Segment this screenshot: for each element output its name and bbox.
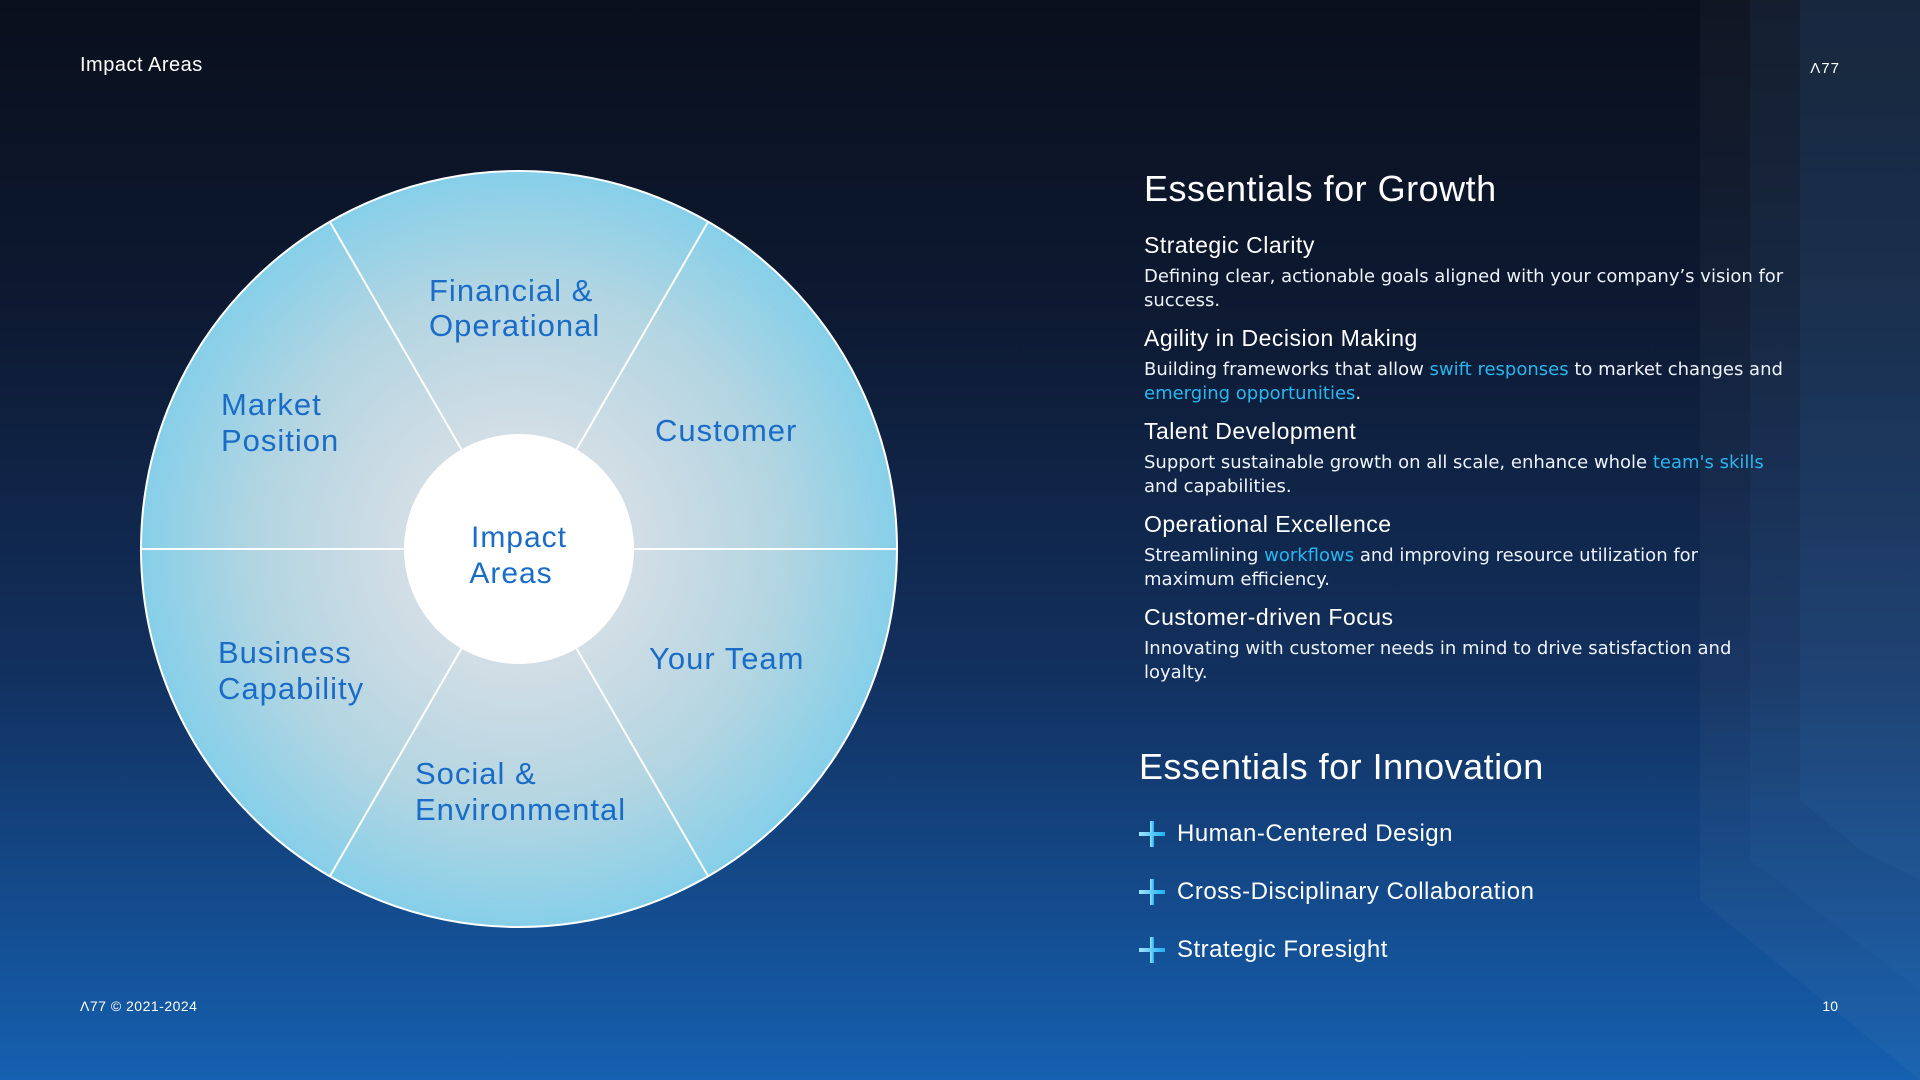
growth-item-title: Strategic Clarity — [1144, 232, 1315, 258]
segment-customer[interactable]: Customer — [655, 413, 797, 448]
growth-item-description: Support sustainable growth on all scale,… — [1144, 451, 1784, 499]
innovation-item-label: Cross-Disciplinary Collaboration — [1177, 878, 1535, 905]
highlight-text: team's skills — [1652, 452, 1764, 473]
logo: Λ77 — [1810, 60, 1840, 77]
description-text: to market changes and — [1568, 359, 1783, 380]
plus-icon — [1139, 879, 1165, 905]
growth-item-description: Innovating with customer needs in mind t… — [1144, 637, 1784, 685]
innovation-item-label: Human-Centered Design — [1177, 820, 1453, 847]
wheel-center — [404, 434, 634, 664]
innovation-item: Human-Centered Design — [1139, 820, 1453, 848]
description-text: Support sustainable growth on all scale,… — [1144, 452, 1653, 473]
description-text: . — [1355, 383, 1362, 404]
growth-heading: Essentials for Growth — [1144, 168, 1497, 209]
segment-financial[interactable]: Financial &Operational — [429, 273, 600, 343]
growth-item-title: Talent Development — [1144, 418, 1357, 444]
description-text: Building frameworks that allow — [1144, 359, 1430, 380]
segment-your-team[interactable]: Your Team — [649, 641, 805, 676]
description-text: Defining clear, actionable goals aligned… — [1144, 266, 1784, 311]
page-number: 10 — [1822, 998, 1838, 1014]
description-text: Streamlining — [1144, 545, 1265, 566]
innovation-item-label: Strategic Foresight — [1177, 936, 1388, 963]
footer-copyright: Λ77 © 2021-2024 — [80, 998, 198, 1014]
highlight-text: workflows — [1264, 545, 1355, 566]
slide-title: Impact Areas — [80, 54, 203, 76]
growth-item-title: Customer-driven Focus — [1144, 604, 1394, 630]
segment-social[interactable]: Social &Environmental — [415, 756, 626, 827]
innovation-item: Cross-Disciplinary Collaboration — [1139, 878, 1534, 906]
innovation-heading: Essentials for Innovation — [1139, 746, 1544, 787]
innovation-item: Strategic Foresight — [1139, 936, 1388, 964]
highlight-text: emerging opportunities — [1144, 383, 1356, 404]
description-text: and improving resource utilization for m… — [1144, 545, 1699, 590]
highlight-text: swift responses — [1429, 359, 1569, 380]
growth-item-description: Building frameworks that allow swift res… — [1144, 358, 1784, 406]
growth-item-description: Defining clear, actionable goals aligned… — [1144, 265, 1784, 313]
description-text: and capabilities. — [1144, 476, 1292, 497]
plus-icon — [1139, 937, 1165, 963]
plus-icon — [1139, 821, 1165, 847]
growth-item-title: Agility in Decision Making — [1144, 325, 1418, 351]
growth-item-description: Streamlining workflows and improving res… — [1144, 544, 1784, 592]
growth-item-title: Operational Excellence — [1144, 511, 1392, 537]
description-text: Innovating with customer needs in mind t… — [1144, 638, 1732, 683]
